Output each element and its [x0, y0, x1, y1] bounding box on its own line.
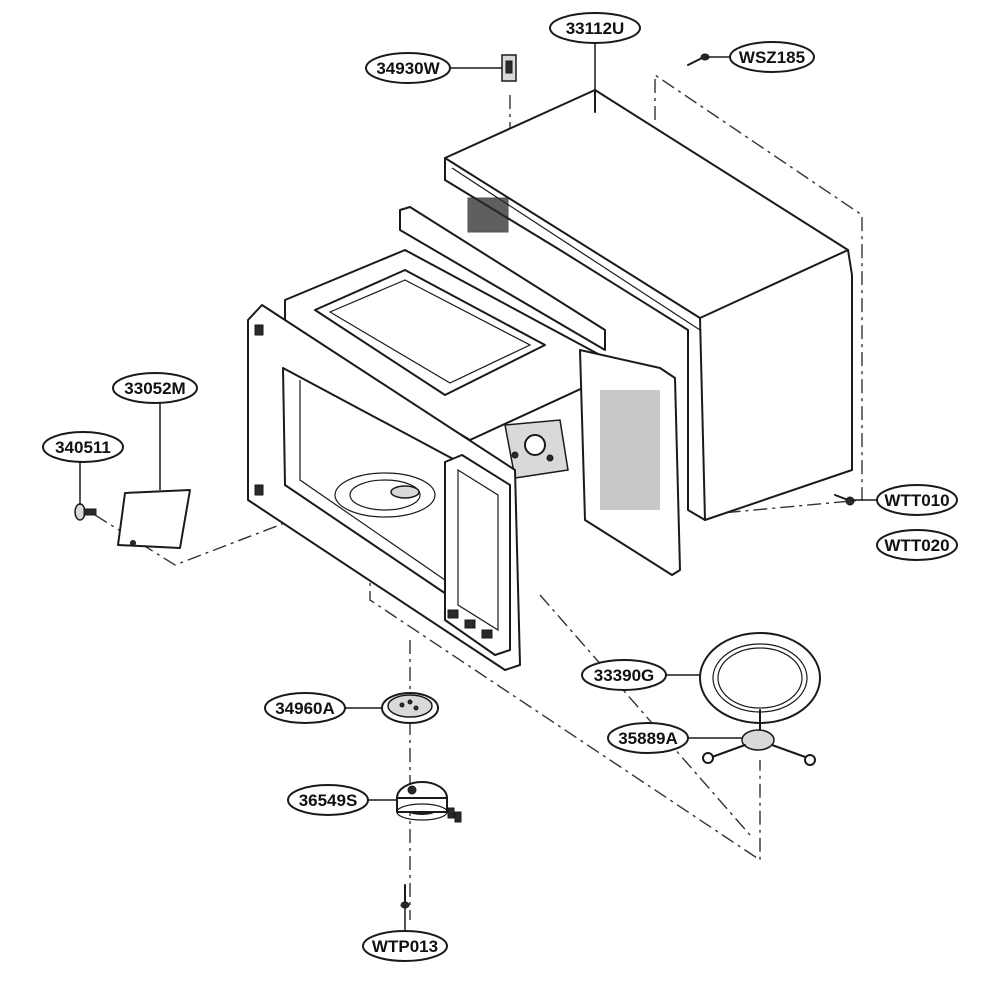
- outer-cabinet: [444, 89, 853, 521]
- cabinet-vent: [467, 197, 509, 233]
- waveguide-cover: [117, 489, 191, 549]
- callout-label: 34930W: [376, 59, 440, 78]
- roller-ring: [702, 709, 816, 766]
- callout-label: 33112U: [566, 19, 625, 38]
- callout-WTP013: WTP013: [362, 930, 448, 962]
- callout-36549S: 36549S: [287, 784, 369, 816]
- callout-33112U: 33112U: [549, 12, 641, 44]
- leader-lines: [79, 42, 878, 930]
- callout-label: 33052M: [124, 379, 185, 398]
- callout-340511: 340511: [42, 431, 124, 463]
- callout-label: WSZ185: [739, 48, 805, 67]
- callout-label: 33390G: [594, 666, 655, 685]
- screw-WTP013: [400, 884, 410, 909]
- callout-34930W: 34930W: [365, 52, 451, 84]
- screw-WSZ185: [687, 53, 710, 66]
- part-34930W: [501, 54, 517, 82]
- callout-label: 35889A: [618, 729, 678, 748]
- callout-label: 34960A: [275, 699, 335, 718]
- oven-cavity-frame: [247, 206, 681, 671]
- callout-WTT020: WTT020: [876, 529, 958, 561]
- back-wall-vent-grid: [600, 390, 660, 510]
- turntable-motor: [396, 781, 462, 823]
- screw-340511: [74, 503, 97, 521]
- callout-label: WTP013: [372, 937, 438, 956]
- callout-label: 36549S: [299, 791, 358, 810]
- callout-WSZ185: WSZ185: [729, 41, 815, 73]
- screw-WTT010: [834, 494, 855, 506]
- callout-WTT010: WTT010: [876, 484, 958, 516]
- callout-label: WTT020: [884, 536, 949, 555]
- callout-35889A: 35889A: [607, 722, 689, 754]
- callout-33390G: 33390G: [581, 659, 667, 691]
- callout-label: 340511: [55, 438, 111, 457]
- callout-33052M: 33052M: [112, 372, 198, 404]
- callout-34960A: 34960A: [264, 692, 346, 724]
- coupler: [381, 692, 439, 724]
- callout-label: WTT010: [884, 491, 949, 510]
